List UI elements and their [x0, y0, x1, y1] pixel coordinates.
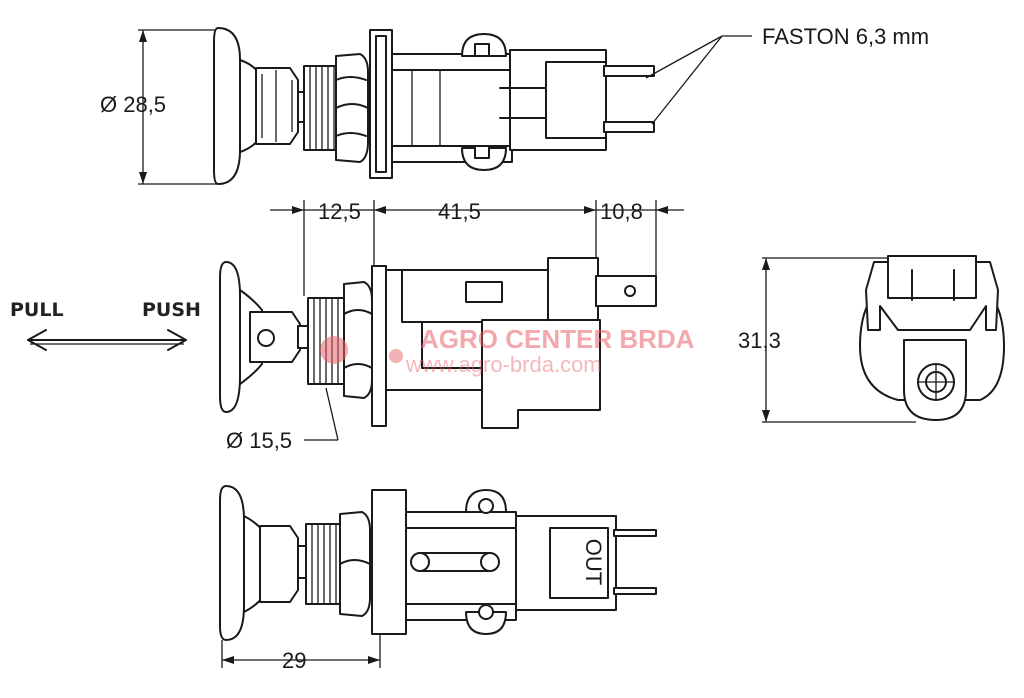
pull-push-indicator: PULL PUSH [10, 299, 201, 351]
height-dimension-label: 31,3 [738, 328, 781, 353]
top-view: Ø 28,5 [100, 24, 929, 185]
push-label: PUSH [142, 299, 201, 321]
watermark: AGRO CENTER BRDA www.agro-brda.com [320, 324, 695, 377]
bottom-view: OUT 29 [219, 485, 657, 673]
knob-diameter-label: Ø 28,5 [100, 92, 166, 117]
dim-41-5-label: 41,5 [438, 199, 481, 224]
watermark-logo [320, 336, 348, 364]
watermark-url: www.agro-brda.com [405, 352, 602, 377]
knob-diameter-dimension: Ø 28,5 [100, 29, 218, 185]
pull-label: PULL [10, 299, 64, 321]
housing-mark-text: OUT [581, 539, 606, 585]
dim-12-5-label: 12,5 [318, 199, 361, 224]
thread-diameter-label: Ø 15,5 [226, 428, 292, 453]
length-29-label: 29 [282, 648, 306, 673]
dim-10-8-label: 10,8 [600, 199, 643, 224]
faston-label: FASTON 6,3 mm [762, 24, 929, 49]
length-dimensions: 12,5 41,5 10,8 [270, 199, 684, 296]
watermark-brand: AGRO CENTER BRDA [420, 324, 695, 354]
end-view: 31,3 [738, 255, 1005, 423]
knob [213, 27, 241, 185]
